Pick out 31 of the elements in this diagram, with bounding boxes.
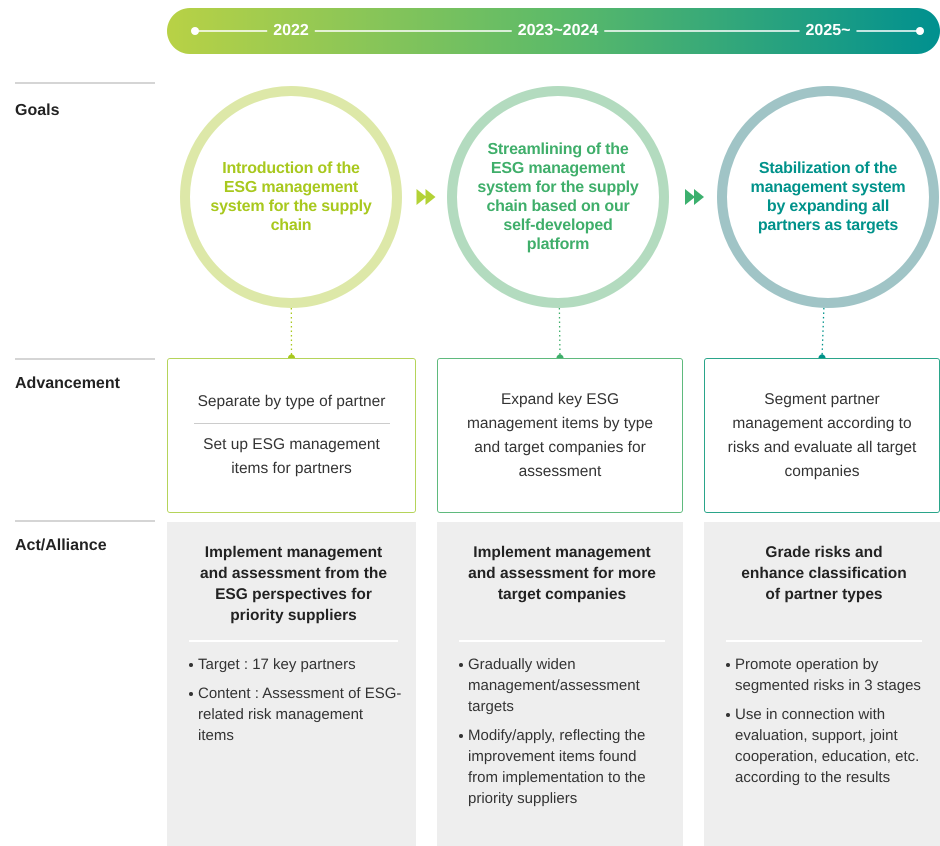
goal-text: Introduction of the ESG management system for the supply chain xyxy=(209,159,373,235)
bullet-item: Promote operation by segmented risks in 3 stages xyxy=(726,654,926,696)
goal-text: Streamlining of the ESG management system for the supply chain based on our self-developed platform xyxy=(476,140,640,254)
advancement-text: Separate by type of partner xyxy=(198,392,386,412)
advancement-text: Expand key ESG management items by type and target companies for assessment xyxy=(466,390,654,482)
action-card xyxy=(704,522,940,846)
goal-circle xyxy=(447,86,669,308)
action-card xyxy=(437,522,683,846)
bullet-item: Target : 17 key partners xyxy=(189,654,402,675)
advancement-box xyxy=(167,358,416,513)
year-label: 2023~2024 xyxy=(516,22,600,40)
action-heading: Grade risks and enhance classification of partner types xyxy=(740,543,908,605)
bullet-item: Modify/apply, reflecting the improvement items found from implementation to the priority suppliers xyxy=(459,725,669,809)
goal-circle xyxy=(717,86,939,308)
advancement-text: Segment partner management according to risks and evaluate all target companies xyxy=(727,390,917,482)
action-card xyxy=(167,522,416,846)
bullet-item: Gradually widen management/assessment targets xyxy=(459,654,669,717)
row-header: Goals xyxy=(15,102,60,120)
bullet-item: Use in connection with evaluation, support, joint cooperation, education, etc. according to the results xyxy=(726,704,926,788)
goal-circle xyxy=(180,86,402,308)
goal-text: Stabilization of the management system by expanding all partners as targets xyxy=(750,159,906,235)
action-heading: Implement management and assessment for more target companies xyxy=(467,543,657,605)
bullet-item: Content : Assessment of ESG-related risk management items xyxy=(189,683,402,746)
year-label: 2022 xyxy=(272,22,310,40)
advancement-box xyxy=(704,358,940,513)
advancement-box xyxy=(437,358,683,513)
year-label: 2025~ xyxy=(804,22,852,40)
action-heading: Implement management and assessment from the ESG perspectives for priority suppliers xyxy=(199,543,388,626)
row-header: Act/Alliance xyxy=(15,537,107,555)
row-header: Advancement xyxy=(15,375,120,393)
advancement-text: Set up ESG management items for partners xyxy=(202,435,381,479)
